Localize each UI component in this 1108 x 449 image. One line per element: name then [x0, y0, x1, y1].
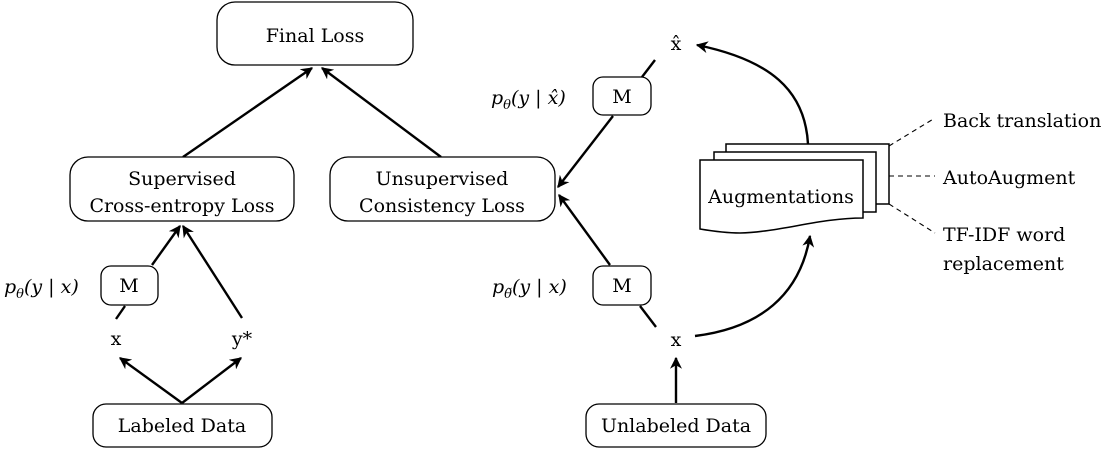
augmentation-option-autoaugment: AutoAugment [942, 167, 1076, 189]
augmentations-node: Augmentations [699, 143, 890, 234]
x-unlabeled-label: x [671, 329, 682, 351]
unlabeled-data-node: Unlabeled Data [585, 403, 767, 448]
edge-labeled-to-ystar [181, 357, 242, 404]
edge-labeled-to-x [119, 357, 183, 404]
edge-ystar-to-supervised [181, 224, 244, 319]
supervised-loss-label-2: Cross-entropy Loss [89, 195, 274, 217]
supervised-loss-node: Supervised Cross-entropy Loss [69, 156, 295, 222]
model-supervised-label: M [119, 275, 138, 297]
augmentation-option-back-translation: Back translation [943, 110, 1101, 132]
edge-x-to-augmentations [694, 234, 815, 338]
edge-model-unsup-to-unsupervised [558, 194, 611, 266]
supervised-loss-label-1: Supervised [128, 168, 236, 190]
x-labeled-label: x [111, 328, 122, 350]
edge-xhat-to-model-aug [641, 59, 656, 78]
y-star-label: y* [231, 328, 253, 350]
model-augmented-label: M [612, 86, 631, 108]
edge-model-to-supervised [151, 225, 181, 266]
augmentation-option-tfidf-1: TF-IDF word [943, 224, 1065, 246]
augmentations-label: Augmentations [707, 186, 854, 208]
labeled-data-node: Labeled Data [92, 403, 273, 448]
edge-augmentations-to-xhat [695, 41, 810, 145]
augmentation-option-tfidf-2: replacement [943, 253, 1064, 275]
dash-tfidf [888, 203, 936, 234]
edge-x-to-model [115, 305, 126, 320]
x-hat-label: x̂ [671, 33, 682, 55]
unlabeled-data-label: Unlabeled Data [601, 415, 751, 437]
model-unsupervised-node: M [592, 265, 652, 306]
edge-model-aug-to-unsupervised [557, 115, 614, 188]
augmentations-page-front [699, 159, 864, 234]
model-supervised-node: M [100, 265, 159, 306]
final-loss-label: Final Loss [266, 25, 365, 47]
unsupervised-loss-label-1: Unsupervised [376, 168, 509, 190]
edge-supervised-to-final [182, 67, 313, 158]
math-label-supervised: pθ(y | x) [4, 276, 79, 302]
unsupervised-loss-label-2: Consistency Loss [359, 195, 525, 217]
dash-back-translation [888, 117, 936, 147]
edge-x-to-model-unsup [639, 305, 657, 328]
labeled-data-label: Labeled Data [118, 415, 246, 437]
edges [115, 41, 936, 404]
edge-unsupervised-to-final [321, 67, 442, 158]
model-augmented-node: M [592, 76, 652, 116]
final-loss-node: Final Loss [216, 1, 414, 66]
math-label-augmented: pθ(y | x̂) [491, 87, 566, 113]
unsupervised-loss-node: Unsupervised Consistency Loss [329, 156, 556, 222]
math-label-unsupervised: pθ̃(y | x) [492, 276, 567, 302]
model-unsupervised-label: M [612, 275, 631, 297]
